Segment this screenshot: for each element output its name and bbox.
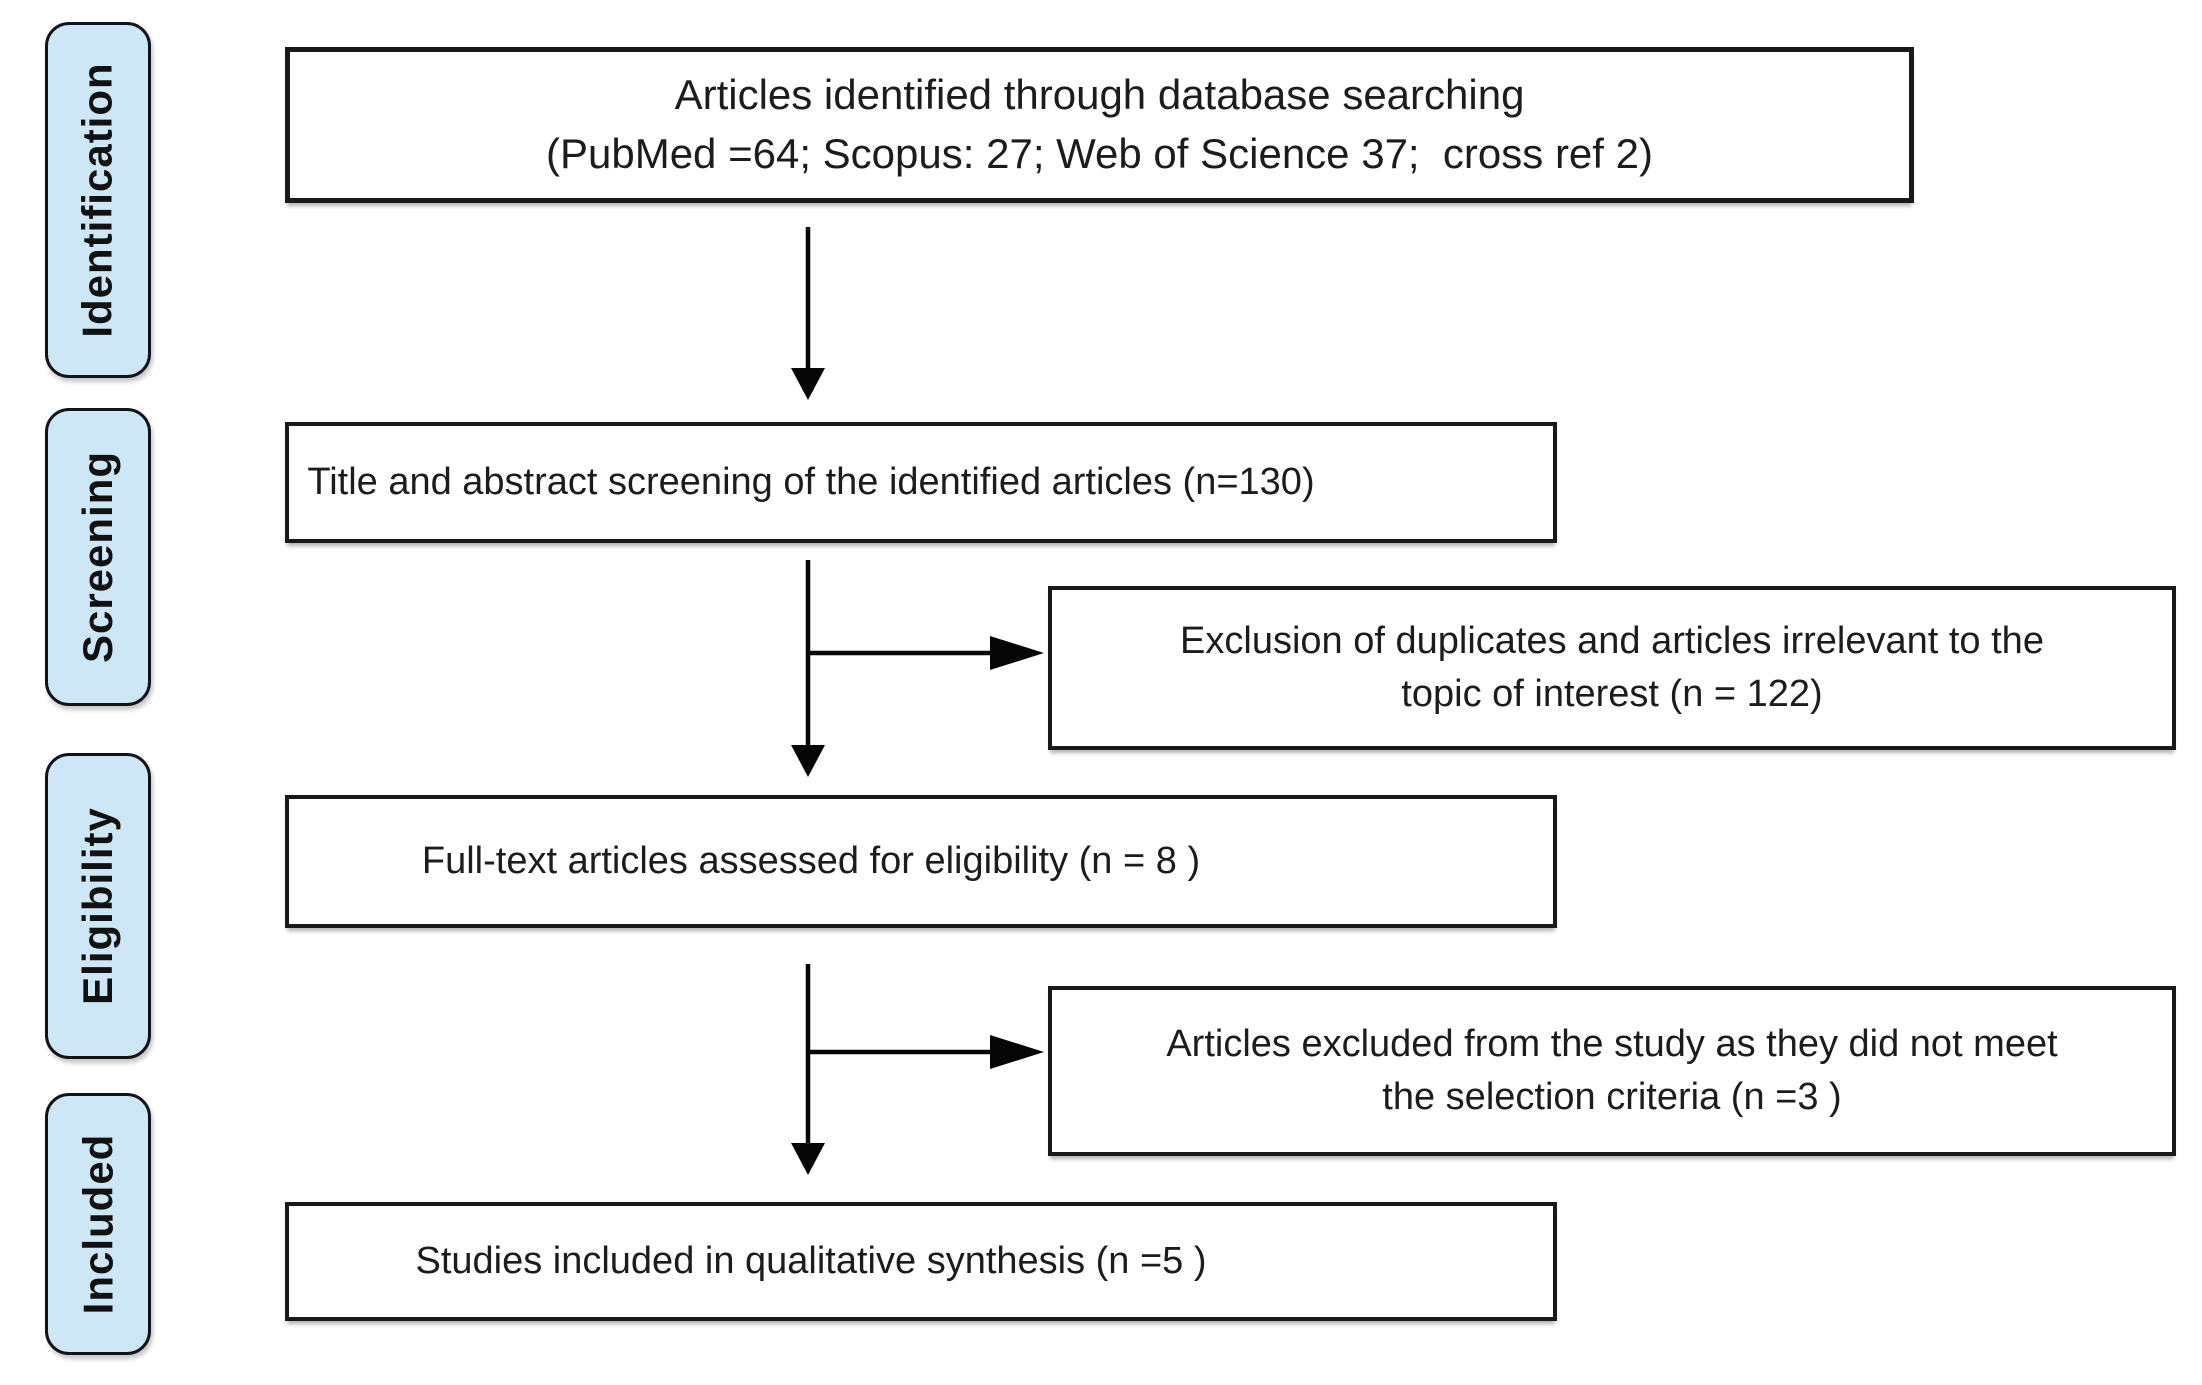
box-fulltext-assessed-text: Full-text articles assessed for eligibil… [421, 839, 1201, 882]
stage-label-included: Included [74, 1133, 121, 1315]
box-articles-identified: Articles identified through database sea… [285, 47, 1914, 203]
down-arrow-icon [791, 1143, 825, 1175]
right-arrow-icon [990, 1035, 1044, 1069]
connector-screening-to-fulltext [791, 560, 1044, 777]
stage-label-eligibility: Eligibility [74, 807, 121, 1005]
down-arrow-icon [791, 368, 825, 400]
box-title-abstract-screening: Title and abstract screening of the iden… [285, 422, 1557, 543]
stage-label-identification: Identification [74, 62, 121, 338]
box-studies-included: Studies included in qualitative synthesi… [285, 1202, 1557, 1321]
stage-chip-screening: Screening [45, 408, 151, 706]
stage-label-screening: Screening [74, 450, 122, 664]
box-exclusion-duplicates-line2: topic of interest (n = 122) [1401, 673, 1823, 715]
box-articles-excluded-line2: the selection criteria (n =3 ) [1382, 1076, 1842, 1118]
box-articles-excluded-line1: Articles excluded from the study as they… [1166, 1022, 2058, 1065]
box-studies-included-text: Studies included in qualitative synthesi… [415, 1239, 1207, 1282]
box-title-abstract-screening-text: Title and abstract screening of the iden… [307, 460, 1315, 503]
box-fulltext-assessed: Full-text articles assessed for eligibil… [285, 795, 1557, 928]
stage-chip-included: Included [45, 1093, 151, 1355]
box-exclusion-duplicates: Exclusion of duplicates and articles irr… [1048, 586, 2176, 750]
box-articles-excluded: Articles excluded from the study as they… [1048, 986, 2176, 1156]
box-articles-identified-line2: (PubMed =64; Scopus: 27; Web of Science … [546, 130, 1653, 177]
stage-chip-identification: Identification [45, 22, 151, 378]
stage-chip-eligibility: Eligibility [45, 753, 151, 1059]
box-exclusion-duplicates-line1: Exclusion of duplicates and articles irr… [1180, 619, 2044, 662]
down-arrow-icon [791, 745, 825, 777]
connector-fulltext-to-included [791, 964, 1044, 1175]
connector-identified-to-screening [791, 227, 825, 400]
right-arrow-icon [990, 636, 1044, 670]
box-articles-identified-line1: Articles identified through database sea… [674, 71, 1525, 119]
